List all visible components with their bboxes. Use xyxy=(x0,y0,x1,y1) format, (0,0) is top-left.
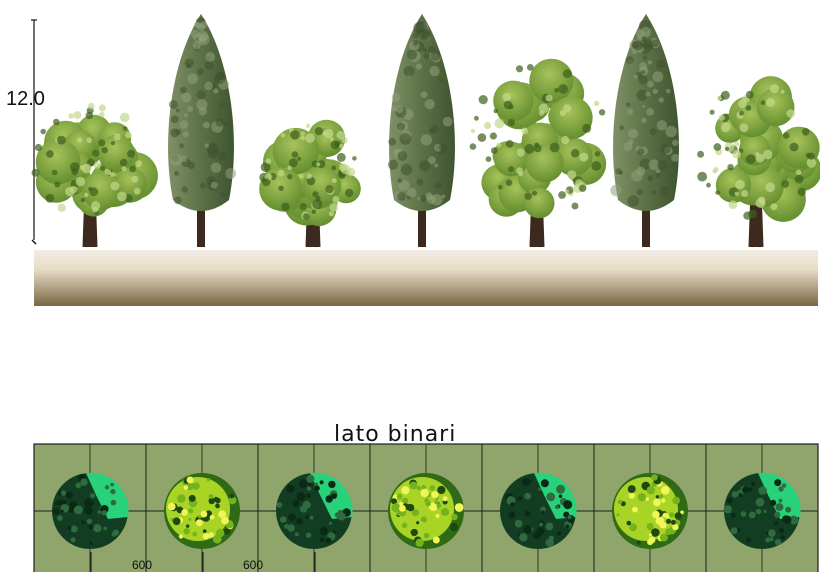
height-dimension xyxy=(31,20,37,244)
plan-canopy-yellow xyxy=(164,473,240,549)
plan-canopy-yellow xyxy=(388,473,464,549)
plan-canopy-dark xyxy=(724,473,801,549)
broadleaf-tree xyxy=(32,103,158,247)
ground-band xyxy=(34,250,818,306)
spacing-label: 600 xyxy=(243,558,263,572)
poplar-tree xyxy=(168,14,236,247)
broadleaf-tree xyxy=(697,76,820,247)
elevation-trees xyxy=(32,14,820,247)
plan-canopy-yellow xyxy=(612,473,688,549)
broadleaf-tree xyxy=(259,120,361,247)
height-label: 12.0 xyxy=(6,88,45,111)
plan-canopy-dark xyxy=(500,473,577,549)
plan-canopy-dark xyxy=(276,473,353,549)
plan-canopy-dark xyxy=(52,473,129,549)
poplar-tree xyxy=(610,14,679,247)
broadleaf-tree xyxy=(470,59,607,247)
spacing-label: 600 xyxy=(132,558,152,572)
plan-title: lato binari xyxy=(334,422,456,447)
poplar-tree xyxy=(388,14,455,247)
